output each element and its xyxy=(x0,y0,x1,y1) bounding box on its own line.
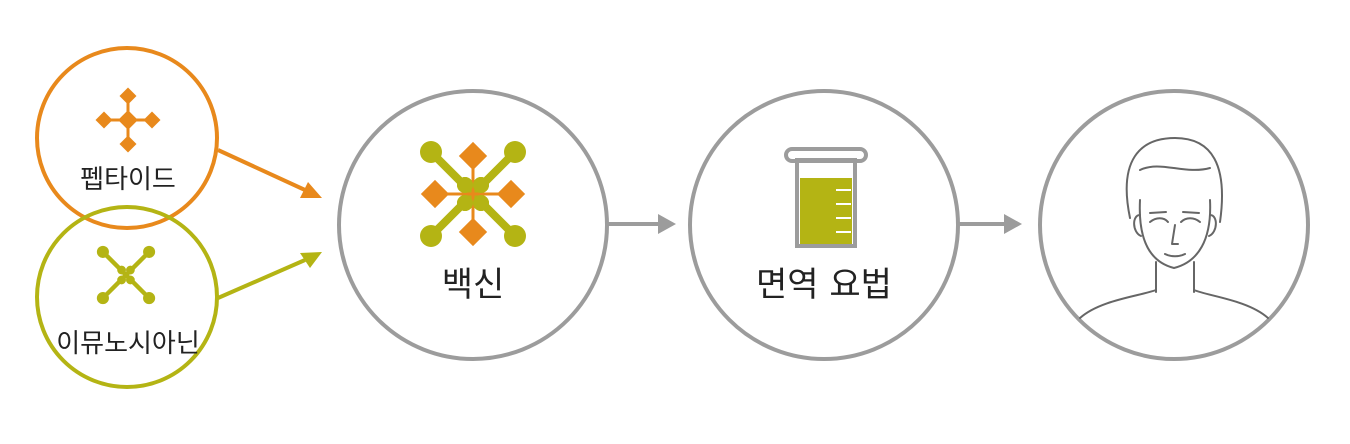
x-molecule-icon xyxy=(97,246,155,304)
patient-circle xyxy=(1038,89,1310,361)
immunotherapy-node: 면역 요법 xyxy=(688,89,960,361)
peptide-circle xyxy=(35,46,219,230)
vaccine-node: 백신 xyxy=(337,89,609,361)
immunoadjuvant-node: 이뮤노시아닌 xyxy=(35,205,219,389)
therapy-to-patient-arrow xyxy=(958,214,1022,234)
vaccine-label: 백신 xyxy=(442,265,505,305)
peptide-arrow xyxy=(217,148,322,198)
immunoadjuvant-circle xyxy=(35,205,219,389)
patient-face-icon xyxy=(1079,137,1269,319)
vaccine-to-therapy-arrow xyxy=(607,214,676,234)
immunotherapy-label: 면역 요법 xyxy=(756,265,892,305)
peptide-molecule-icon xyxy=(95,87,161,153)
immunoadjuvant-label: 이뮤노시아닌 xyxy=(56,329,200,359)
patient-node xyxy=(1038,89,1310,361)
vaccine-molecule-icon xyxy=(420,141,526,247)
beaker-icon xyxy=(784,147,868,248)
immunoadjuvant-arrow xyxy=(217,252,322,300)
peptide-label: 펩타이드 xyxy=(80,165,176,195)
peptide-node: 펩타이드 xyxy=(35,46,219,230)
